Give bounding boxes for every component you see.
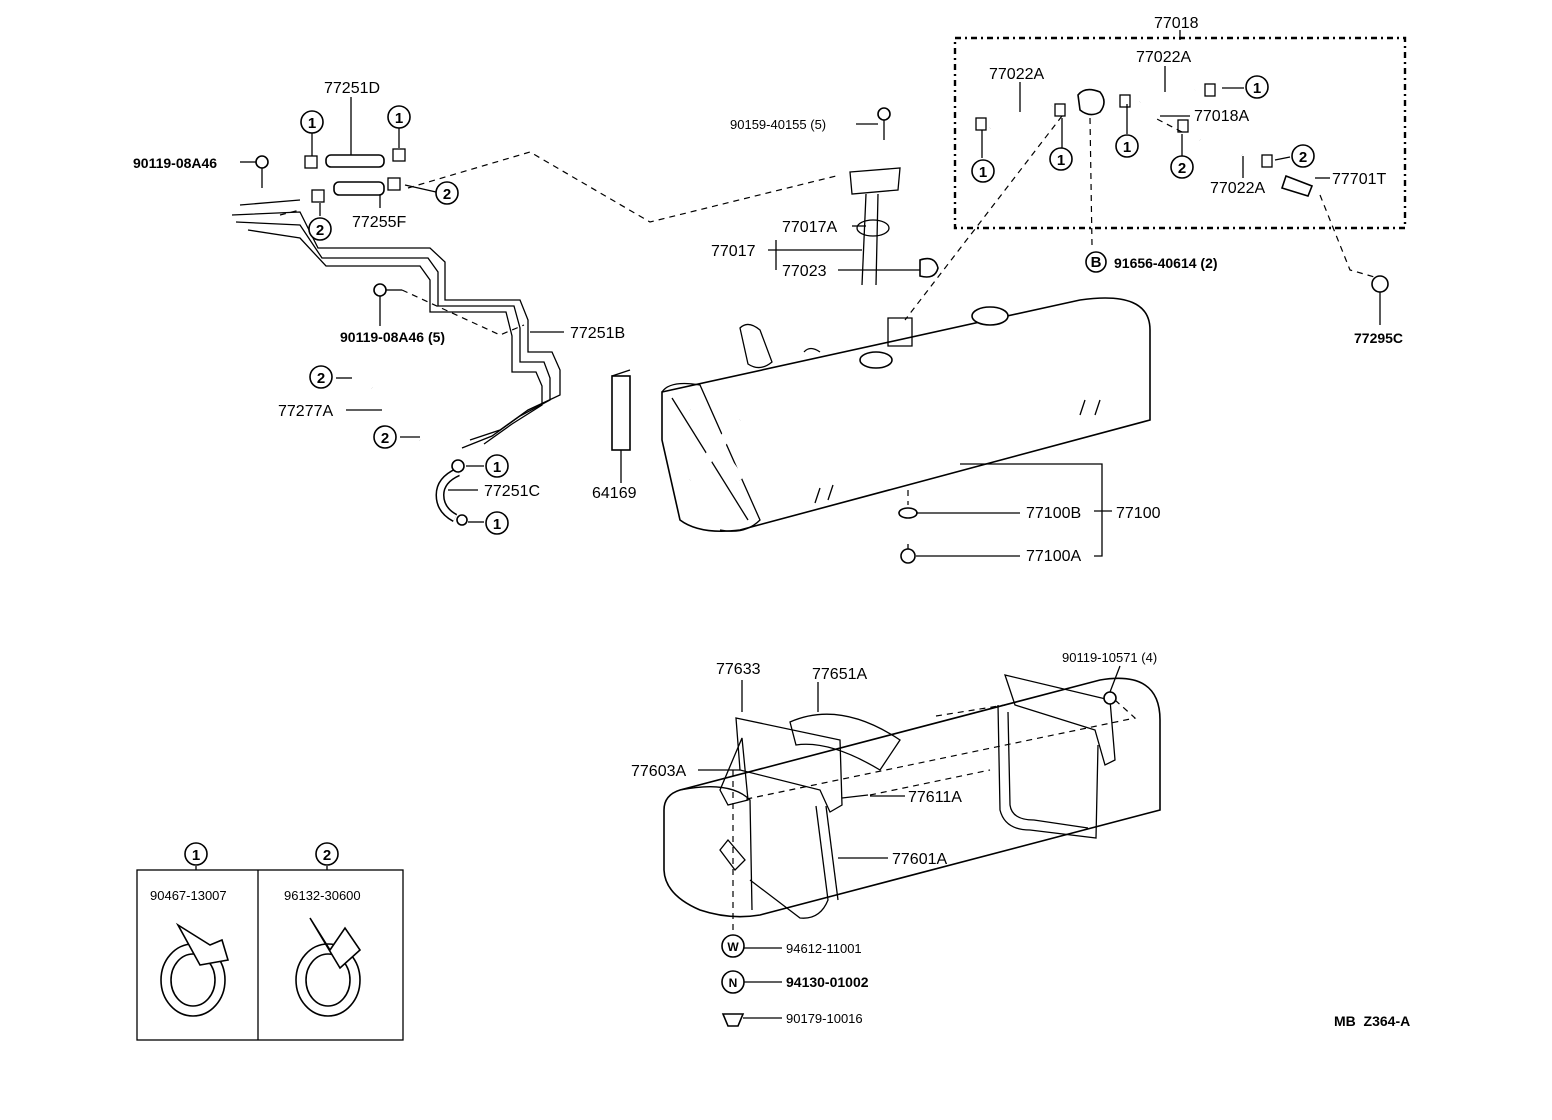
callout-1-text: 1 <box>1057 152 1065 169</box>
part-90159-40155: 90159-40155 (5) <box>730 117 826 132</box>
callout-2-text: 2 <box>381 430 389 447</box>
part-90119-08A46-5: 90119-08A46 (5) <box>340 329 445 345</box>
callout-2-text: 2 <box>317 370 325 387</box>
part-77100A: 77100A <box>1026 548 1081 565</box>
callout-1: 1 <box>387 105 411 129</box>
callout-1-text: 1 <box>493 459 501 476</box>
part-77251D: 77251D <box>324 80 380 97</box>
callout-1-text: 1 <box>192 847 200 864</box>
callout-2-text: 2 <box>316 222 324 239</box>
part-labels: 77251D 77255F 90119-08A46 90119-08A46 (5… <box>133 15 1410 1029</box>
callout-markers: 1 1 2 2 2 2 1 1 1 1 1 1 2 2 B 1 2 W N <box>184 75 1315 990</box>
part-77022A: 77022A <box>989 66 1044 83</box>
part-77277A: 77277A <box>278 403 333 420</box>
part-94612-11001: 94612-11001 <box>786 941 862 956</box>
callout-2: 2 <box>1291 144 1315 168</box>
callout-1: 1 <box>971 159 995 183</box>
callout-w-text: W <box>727 940 739 954</box>
callout-2-text: 2 <box>1299 149 1307 166</box>
callout-2: 2 <box>435 181 459 205</box>
drain-hardware <box>898 507 918 564</box>
callout-1: 1 <box>1115 134 1139 158</box>
callout-n-text: N <box>729 976 738 990</box>
part-90119-08A46: 90119-08A46 <box>133 155 217 171</box>
legend-clamp-1-part: 90467-13007 <box>150 888 227 903</box>
fuel-tank-upper <box>661 297 1151 533</box>
guide-lines-upper <box>279 115 1379 505</box>
diagram-code: MB Z364-A <box>1334 1013 1410 1029</box>
callout-1-text: 1 <box>308 115 316 132</box>
legend-clamp-2-part: 96132-30600 <box>284 888 361 903</box>
callout-1-text: 1 <box>493 516 501 533</box>
leader-lines <box>240 30 1381 1019</box>
part-77018A: 77018A <box>1194 108 1249 125</box>
part-77023: 77023 <box>782 263 827 280</box>
callout-1: 1 <box>485 511 509 535</box>
part-90179-10016: 90179-10016 <box>786 1011 863 1026</box>
part-77651A: 77651A <box>812 666 867 683</box>
callout-1-text: 1 <box>395 110 403 127</box>
callout-b: B <box>1085 251 1107 273</box>
callout-2-text: 2 <box>443 186 451 203</box>
part-77255F: 77255F <box>352 214 406 231</box>
callout-1: 1 <box>184 842 208 866</box>
part-77701T: 77701T <box>1332 171 1386 188</box>
callout-2: 2 <box>308 217 332 241</box>
callout-2: 2 <box>309 365 333 389</box>
part-77611A: 77611A <box>908 789 962 806</box>
callout-2-text: 2 <box>1178 160 1186 177</box>
part-77295C: 77295C <box>1354 330 1403 346</box>
part-77018: 77018 <box>1154 15 1199 32</box>
callout-2: 2 <box>1170 155 1194 179</box>
callout-b-text: B <box>1091 254 1102 271</box>
callout-1-text: 1 <box>1123 139 1131 156</box>
fuel-tank-lower <box>663 674 1161 1027</box>
guide-lines-lower <box>732 699 1137 935</box>
part-77633: 77633 <box>716 661 761 678</box>
callout-2: 2 <box>373 425 397 449</box>
part-77100B: 77100B <box>1026 505 1081 522</box>
callout-1-text: 1 <box>979 164 987 181</box>
callout-2-text: 2 <box>323 847 331 864</box>
part-77251B: 77251B <box>570 325 625 342</box>
part-64169: 64169 <box>592 485 637 502</box>
callout-1: 1 <box>1245 75 1269 99</box>
callout-1: 1 <box>300 110 324 134</box>
fuel-sender-unit <box>849 107 939 347</box>
part-77017A: 77017A <box>782 219 837 236</box>
clamp-legend <box>136 866 404 1041</box>
part-77603A: 77603A <box>631 763 686 780</box>
part-91656-40614: 91656-40614 (2) <box>1114 255 1218 271</box>
part-77017: 77017 <box>711 243 756 260</box>
callout-1-text: 1 <box>1253 80 1261 97</box>
part-77251C: 77251C <box>484 483 540 500</box>
fuel-line-assembly <box>231 148 631 526</box>
callout-1: 1 <box>1049 147 1073 171</box>
callout-2: 2 <box>315 842 339 866</box>
part-90119-10571: 90119-10571 (4) <box>1062 650 1157 665</box>
part-77022A: 77022A <box>1210 180 1265 197</box>
part-77100: 77100 <box>1116 505 1161 522</box>
part-77601A: 77601A <box>892 851 947 868</box>
part-77022A: 77022A <box>1136 49 1191 66</box>
part-94130-01002: 94130-01002 <box>786 974 869 990</box>
callout-1: 1 <box>485 454 509 478</box>
